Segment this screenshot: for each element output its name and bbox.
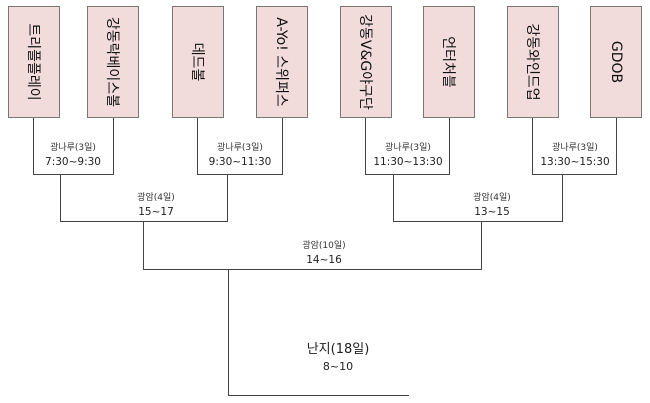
team-box-4: A-Yo! 스위퍼스 xyxy=(256,6,308,118)
team-box-5: 강동V&G야구단 xyxy=(340,6,392,118)
team-name: 트리플플레이 xyxy=(25,23,41,101)
bracket-line xyxy=(228,395,409,396)
match-label-r1-2: 광나루(3일) 9:30~11:30 xyxy=(209,142,272,170)
bracket-line xyxy=(33,174,114,175)
team-name: A-Yo! 스위퍼스 xyxy=(273,17,289,107)
team-box-1: 트리플플레이 xyxy=(8,6,60,118)
team-box-6: 언터처블 xyxy=(423,6,475,118)
match-label-r1-1: 광나루(3일) 7:30~9:30 xyxy=(45,142,101,170)
match-time: 13:30~15:30 xyxy=(540,156,610,168)
match-venue: 광나루(3일) xyxy=(552,143,598,153)
match-time: 11:30~13:30 xyxy=(373,156,443,168)
match-time: 9:30~11:30 xyxy=(208,156,272,168)
bracket-line xyxy=(532,118,533,174)
final-venue: 난지(18일) xyxy=(306,342,370,357)
match-time: 7:30~9:30 xyxy=(45,156,101,168)
team-box-3: 데드볼 xyxy=(172,6,224,118)
bracket-line xyxy=(282,118,283,174)
match-venue: 광나루(3일) xyxy=(50,143,96,153)
team-name: 데드볼 xyxy=(189,42,205,82)
match-time: 13~15 xyxy=(474,206,510,218)
match-time: 15~17 xyxy=(138,206,174,218)
match-label-r1-4: 광나루(3일) 13:30~15:30 xyxy=(540,142,609,170)
bracket-line xyxy=(616,118,617,174)
final-time: 8~10 xyxy=(322,360,354,373)
match-venue: 광암(4일) xyxy=(473,193,511,203)
bracket-line xyxy=(60,174,61,222)
team-box-7: 강동와인드업 xyxy=(507,6,559,118)
bracket-line xyxy=(228,269,229,396)
match-label-semifinal: 광암(10일) 14~16 xyxy=(302,240,345,268)
bracket-line xyxy=(227,174,228,222)
bracket-line xyxy=(197,174,283,175)
team-name: GDOB xyxy=(608,40,624,84)
team-name: 언터처블 xyxy=(440,36,456,88)
team-box-2: 강동락베이스볼 xyxy=(87,6,139,118)
bracket-line xyxy=(197,118,198,174)
match-label-r1-3: 광나루(3일) 11:30~13:30 xyxy=(373,142,442,170)
match-venue: 광암(10일) xyxy=(302,241,346,251)
match-label-r2-1: 광암(4일) 15~17 xyxy=(137,192,175,220)
bracket-line xyxy=(481,221,482,270)
bracket-line xyxy=(143,221,144,270)
bracket-line xyxy=(562,174,563,222)
match-venue: 광암(4일) xyxy=(137,193,175,203)
match-time: 14~16 xyxy=(306,254,342,266)
bracket-line xyxy=(365,174,450,175)
bracket-line xyxy=(393,174,394,222)
team-name: 강동V&G야구단 xyxy=(357,14,373,110)
bracket-line xyxy=(393,221,563,222)
match-venue: 광나루(3일) xyxy=(385,143,431,153)
bracket-line xyxy=(60,221,228,222)
team-box-8: GDOB xyxy=(590,6,642,118)
bracket-line xyxy=(365,118,366,174)
bracket-line xyxy=(449,118,450,174)
match-venue: 광나루(3일) xyxy=(217,143,263,153)
bracket-line xyxy=(143,269,482,270)
team-name: 강동와인드업 xyxy=(524,23,540,101)
match-label-r2-2: 광암(4일) 13~15 xyxy=(473,192,511,220)
team-name: 강동락베이스볼 xyxy=(104,16,120,108)
bracket-line xyxy=(532,174,617,175)
bracket-line xyxy=(33,118,34,174)
match-label-final: 난지(18일) 8~10 xyxy=(307,341,370,375)
bracket-line xyxy=(113,118,114,174)
